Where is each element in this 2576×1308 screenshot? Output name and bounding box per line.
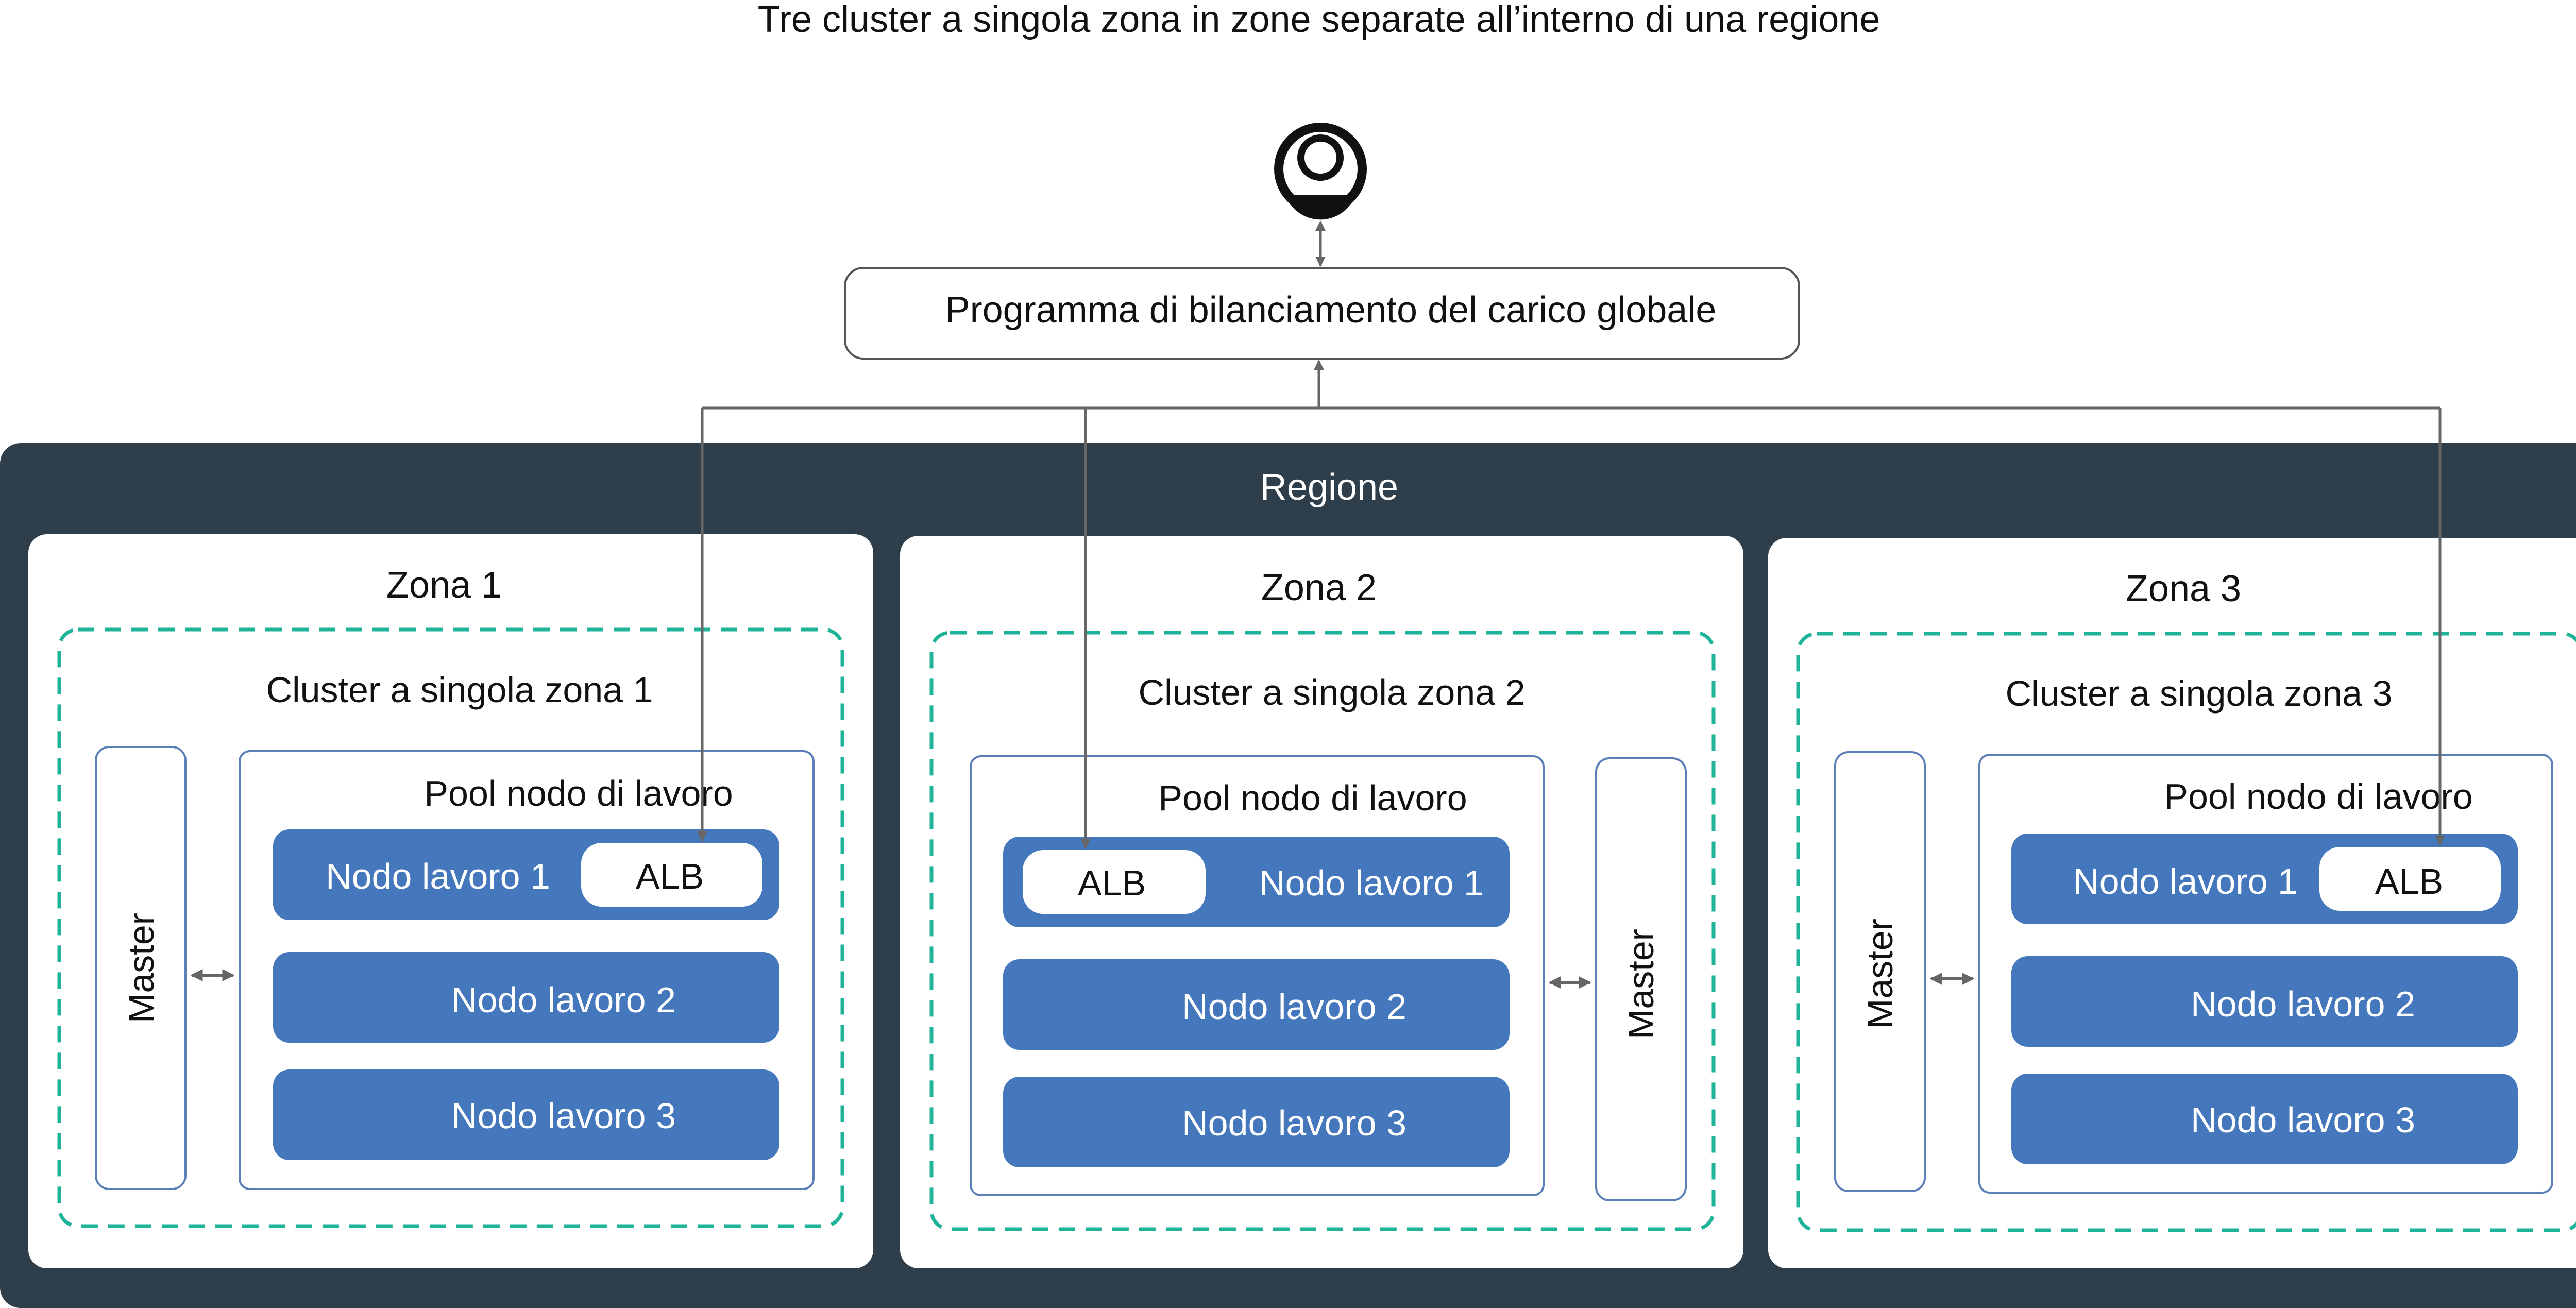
alb-label: ALB (2375, 861, 2443, 902)
worker-pool-label: Pool nodo di lavoro (2164, 776, 2472, 817)
cluster-boundary (929, 631, 1716, 1231)
worker-pool-label: Pool nodo di lavoro (1158, 778, 1467, 818)
diagram-title: Tre cluster a singola zona in zone separ… (758, 0, 1880, 40)
worker-node-3 (273, 1069, 779, 1160)
master-node (1595, 757, 1687, 1201)
alb (581, 843, 762, 907)
worker-node-label: Nodo lavoro 2 (1182, 987, 1406, 1027)
worker-node-label: Nodo lavoro 1 (326, 856, 550, 896)
alb (1023, 850, 1206, 914)
load-balancer-connectors (697, 220, 2445, 849)
cluster-boundary (57, 627, 844, 1228)
cluster-label: Cluster a singola zona 3 (2006, 673, 2393, 714)
alb (2319, 847, 2501, 911)
master-label: Master (1860, 919, 1900, 1029)
worker-node-label: Nodo lavoro 2 (2191, 984, 2415, 1024)
worker-node-3 (2011, 1074, 2518, 1164)
alb-label: ALB (636, 856, 704, 896)
worker-node-2 (273, 952, 779, 1043)
worker-node-label: Nodo lavoro 2 (451, 980, 676, 1020)
global-load-balancer: Programma di bilanciamento del carico gl… (844, 267, 1800, 360)
global-load-balancer-label: Programma di bilanciamento del carico gl… (945, 290, 1717, 331)
worker-node-2 (2011, 956, 2518, 1047)
master-node (1834, 751, 1926, 1192)
region-label: Regione (1260, 467, 1398, 508)
worker-node-2 (1003, 959, 1510, 1050)
zone-label: Zona 1 (386, 565, 502, 606)
cluster-boundary (1796, 632, 2576, 1232)
zone-3: Zona 3 Cluster a singola zona 3 Master P… (1768, 538, 2576, 1268)
worker-node-label: Nodo lavoro 3 (451, 1096, 676, 1136)
zone-label: Zona 2 (1261, 567, 1377, 608)
user-icon (1274, 123, 1367, 220)
worker-pool-label: Pool nodo di lavoro (424, 773, 733, 813)
cluster-label: Cluster a singola zona 1 (266, 670, 653, 710)
master-node (95, 746, 187, 1190)
worker-node-3 (1003, 1077, 1510, 1167)
worker-node-label: Nodo lavoro 3 (1182, 1103, 1406, 1143)
cluster-label: Cluster a singola zona 2 (1139, 672, 1526, 712)
worker-node-label: Nodo lavoro 1 (2073, 861, 2298, 902)
master-label: Master (1621, 929, 1661, 1039)
zone-1: Zona 1 Cluster a singola zona 1 Master P… (28, 534, 873, 1268)
worker-node-label: Nodo lavoro 3 (2191, 1100, 2415, 1140)
zone-2: Zona 2 Cluster a singola zona 2 Pool nod… (900, 536, 1743, 1268)
alb-label: ALB (1078, 863, 1146, 903)
master-label: Master (121, 913, 161, 1023)
worker-node-label: Nodo lavoro 1 (1259, 863, 1484, 903)
zone-label: Zona 3 (2126, 568, 2241, 609)
